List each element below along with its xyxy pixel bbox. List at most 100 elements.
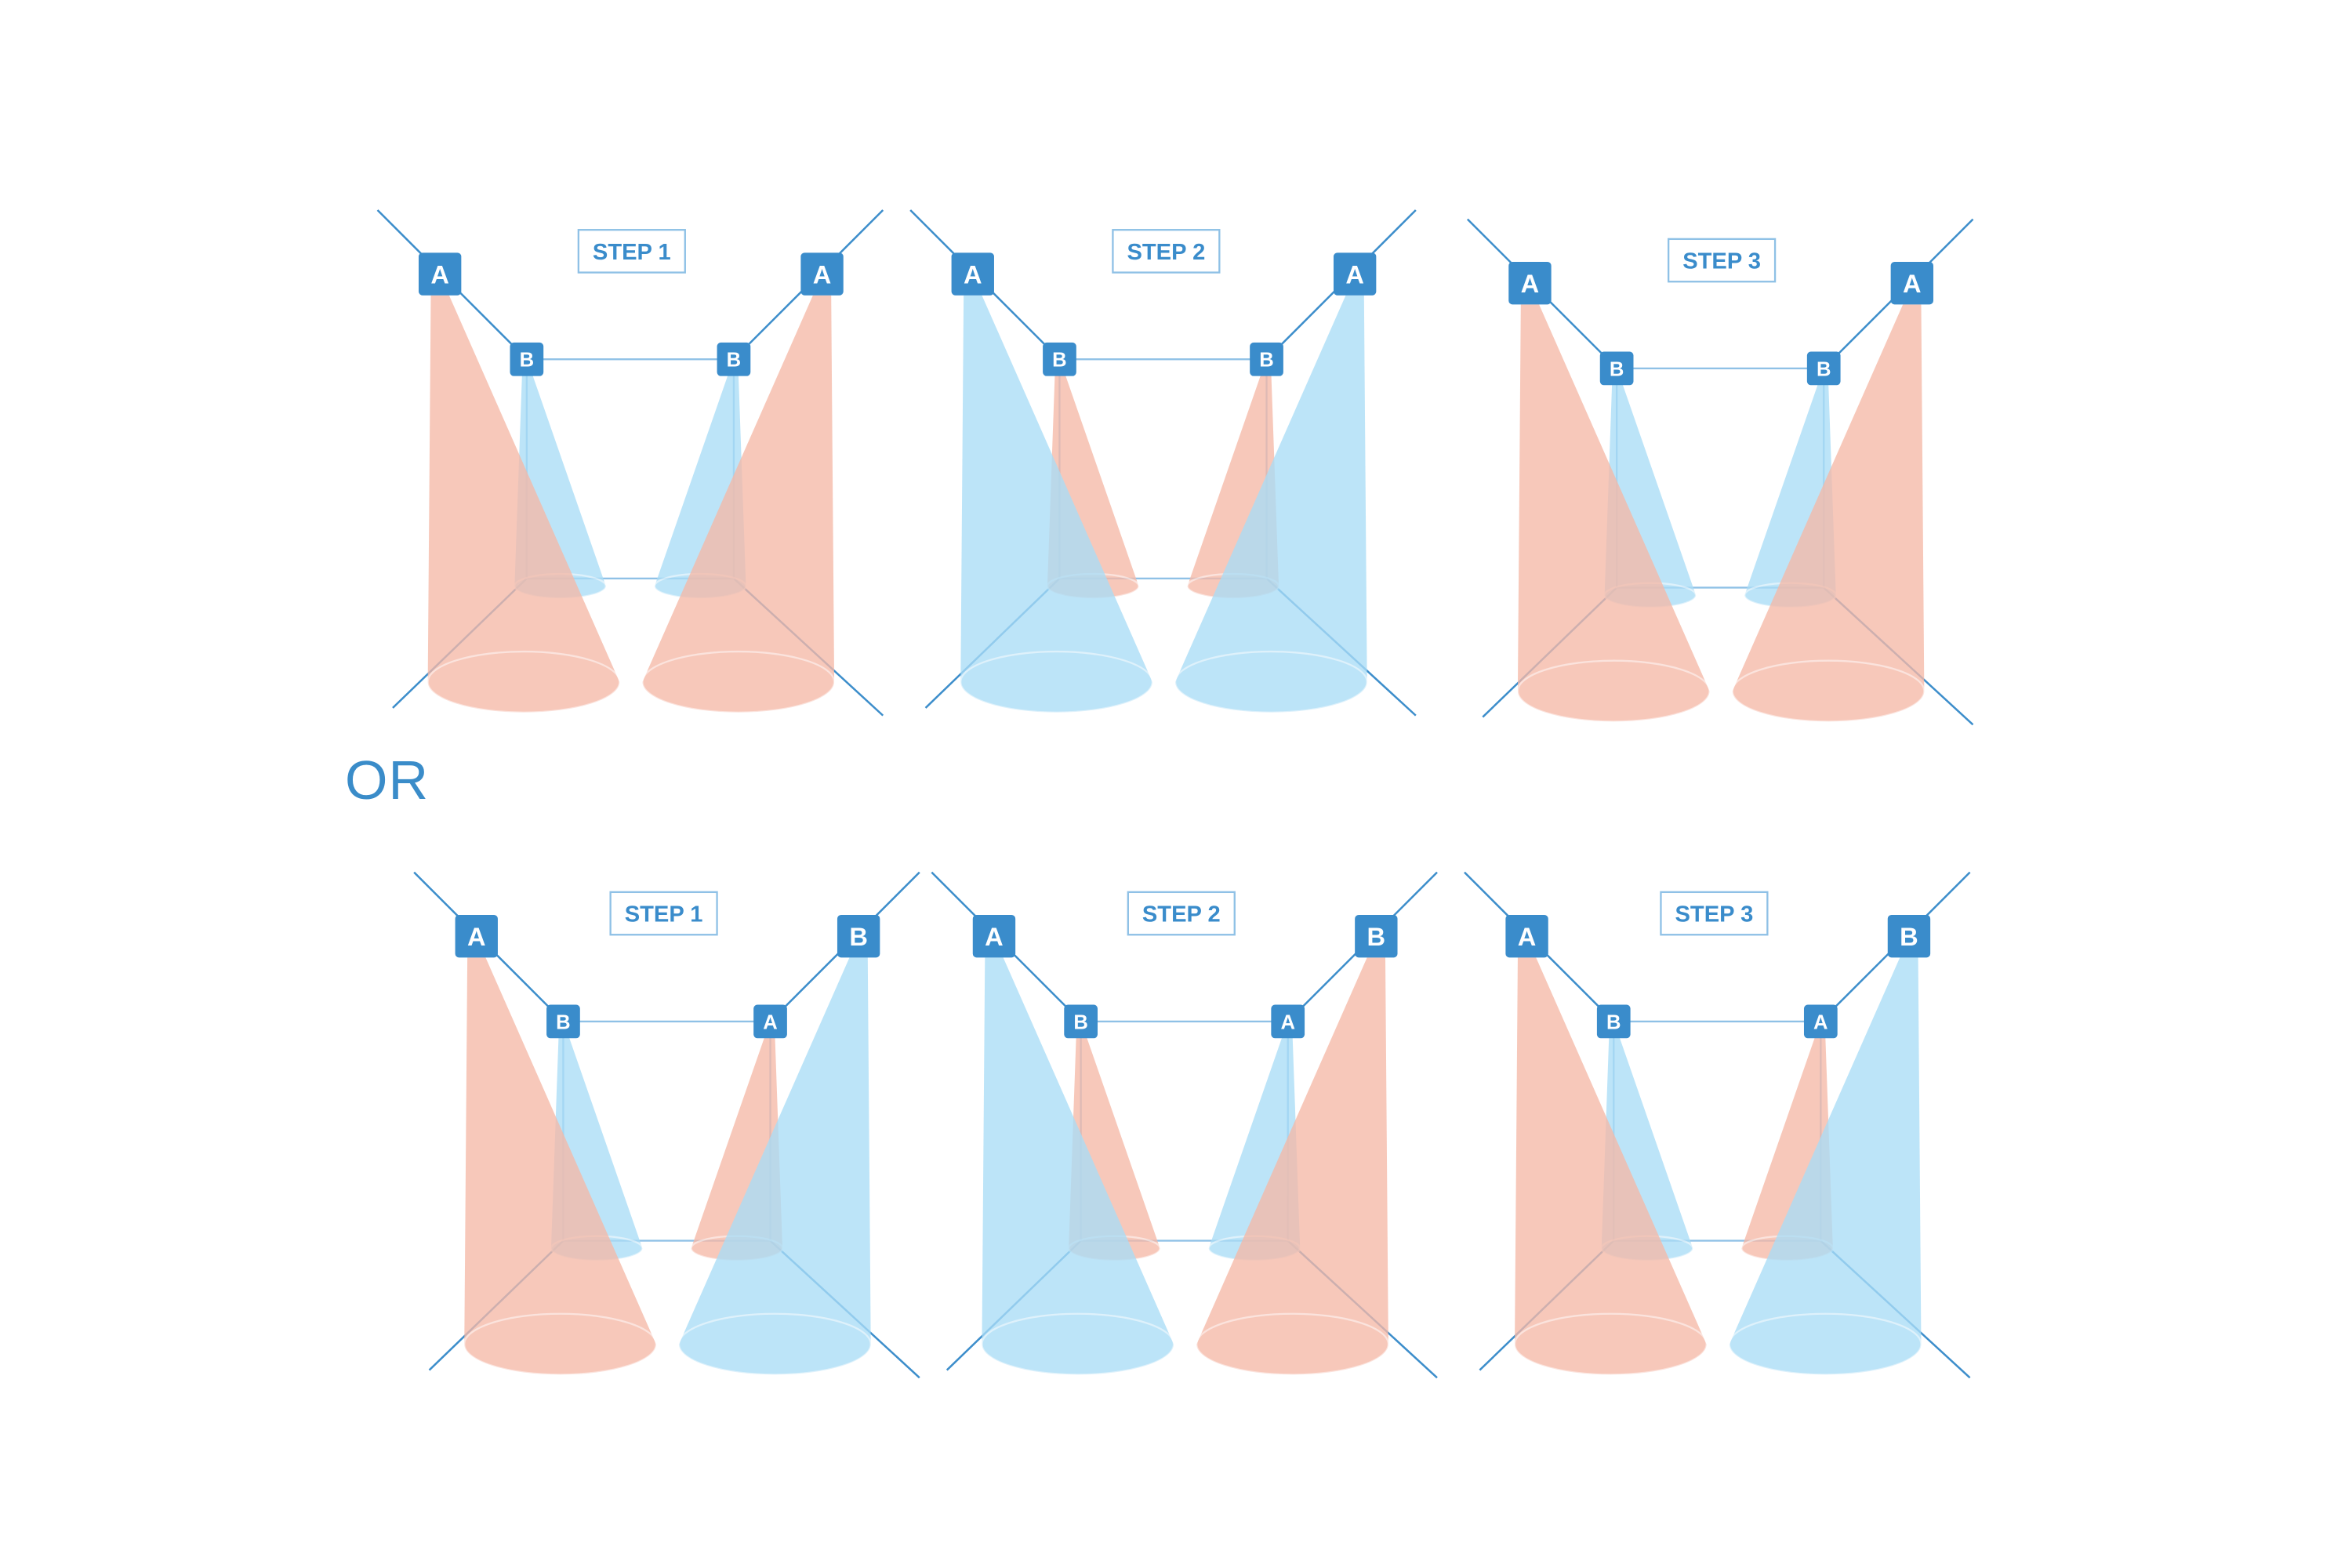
device-label: B bbox=[1367, 922, 1386, 951]
device-label: A bbox=[1813, 1011, 1828, 1033]
step-label-text: STEP 1 bbox=[593, 240, 671, 265]
device-box bbox=[1890, 261, 1934, 305]
device-outer-right: A bbox=[1333, 252, 1377, 296]
device-box bbox=[1271, 1004, 1305, 1039]
device-box bbox=[800, 252, 844, 296]
device-label: A bbox=[763, 1011, 778, 1033]
device-box bbox=[1599, 351, 1634, 386]
device-outer-left: A bbox=[418, 252, 462, 296]
light-cone-outer-left bbox=[1516, 304, 1711, 723]
device-box bbox=[1803, 1004, 1838, 1039]
device-inner-left: B bbox=[1064, 1004, 1098, 1039]
device-box bbox=[1250, 342, 1283, 376]
device-label: B bbox=[727, 350, 742, 372]
step-label: STEP 3 bbox=[1660, 891, 1769, 936]
device-inner-right: B bbox=[1250, 342, 1283, 376]
device-inner-left: B bbox=[1043, 342, 1076, 376]
device-inner-right: A bbox=[1271, 1004, 1305, 1039]
device-box bbox=[1806, 351, 1841, 386]
device-label: B bbox=[1817, 358, 1831, 380]
device-box bbox=[972, 914, 1016, 958]
device-label: A bbox=[430, 260, 449, 289]
device-label: A bbox=[1521, 269, 1540, 298]
device-outer-right: B bbox=[1887, 914, 1931, 958]
device-outer-right: A bbox=[800, 252, 844, 296]
device-outer-left: A bbox=[951, 252, 994, 296]
device-box bbox=[455, 914, 498, 958]
device-box bbox=[418, 252, 462, 296]
device-box bbox=[546, 1004, 580, 1039]
or-separator-label: OR bbox=[345, 750, 429, 811]
device-box bbox=[753, 1004, 787, 1039]
device-label: B bbox=[556, 1011, 571, 1033]
device-label: A bbox=[1345, 260, 1364, 289]
device-box bbox=[1505, 914, 1548, 958]
device-label: B bbox=[1259, 350, 1274, 372]
device-box bbox=[1043, 342, 1076, 376]
step-label: STEP 1 bbox=[577, 229, 686, 274]
device-outer-right: A bbox=[1890, 261, 1934, 305]
light-cone-outer-left bbox=[463, 957, 658, 1376]
device-outer-left: A bbox=[455, 914, 498, 958]
step-label-text: STEP 3 bbox=[1682, 249, 1761, 274]
panel-row1-step2: A A B B STEP 2 bbox=[909, 209, 1417, 717]
step-label-box bbox=[577, 229, 686, 274]
light-cone-outer-right bbox=[1196, 957, 1390, 1376]
device-label: A bbox=[1903, 269, 1922, 298]
device-inner-left: B bbox=[510, 342, 544, 376]
light-cone-outer-left bbox=[981, 957, 1175, 1376]
device-box bbox=[1355, 914, 1398, 958]
light-cone-outer-left bbox=[1513, 957, 1708, 1376]
light-cone-outer-right bbox=[1731, 304, 1926, 723]
step-label: STEP 2 bbox=[1112, 229, 1221, 274]
panel-row2-step2: A B B A STEP 2 bbox=[931, 871, 1438, 1379]
device-inner-right: A bbox=[1803, 1004, 1838, 1039]
panel-row2-step1: A B B A STEP 1 bbox=[413, 871, 920, 1379]
device-box bbox=[717, 342, 751, 376]
device-inner-left: B bbox=[1599, 351, 1634, 386]
device-label: B bbox=[1073, 1011, 1088, 1033]
panel-row2-step3: A B B A STEP 3 bbox=[1464, 871, 1971, 1379]
step-label-box bbox=[1127, 891, 1236, 936]
light-cone-outer-right bbox=[1728, 957, 1922, 1376]
device-box bbox=[1887, 914, 1931, 958]
panel-row1-step3: A A B B STEP 3 bbox=[1466, 218, 1974, 726]
device-inner-right: B bbox=[1806, 351, 1841, 386]
device-label: B bbox=[1606, 1011, 1621, 1033]
device-box bbox=[510, 342, 544, 376]
device-label: B bbox=[1052, 350, 1067, 372]
device-label: B bbox=[849, 922, 868, 951]
device-outer-right: B bbox=[1355, 914, 1398, 958]
step-label-text: STEP 2 bbox=[1127, 240, 1205, 265]
device-inner-left: B bbox=[1596, 1004, 1631, 1039]
step-label-box bbox=[609, 891, 718, 936]
device-label: A bbox=[813, 260, 832, 289]
device-outer-left: A bbox=[972, 914, 1016, 958]
step-label-text: STEP 1 bbox=[625, 902, 703, 927]
device-box bbox=[1596, 1004, 1631, 1039]
step-label-text: STEP 3 bbox=[1675, 902, 1754, 927]
panel-row1-step1: A A B B STEP 1 bbox=[376, 209, 884, 717]
device-inner-left: B bbox=[546, 1004, 580, 1039]
device-box bbox=[837, 914, 880, 958]
step-label: STEP 2 bbox=[1127, 891, 1236, 936]
device-label: A bbox=[1518, 922, 1537, 951]
device-box bbox=[951, 252, 994, 296]
device-label: A bbox=[1280, 1011, 1295, 1033]
device-box bbox=[1333, 252, 1377, 296]
light-cone-outer-right bbox=[641, 295, 836, 713]
device-inner-right: B bbox=[717, 342, 751, 376]
device-inner-right: A bbox=[753, 1004, 787, 1039]
step-label-text: STEP 2 bbox=[1142, 902, 1221, 927]
light-cone-outer-left bbox=[960, 295, 1154, 713]
light-cone-outer-left bbox=[426, 295, 621, 713]
light-cone-outer-right bbox=[677, 957, 872, 1376]
device-label: A bbox=[985, 922, 1004, 951]
step-label-box bbox=[1667, 238, 1777, 283]
device-box bbox=[1508, 261, 1552, 305]
device-label: B bbox=[520, 350, 535, 372]
step-label: STEP 1 bbox=[609, 891, 718, 936]
device-label: B bbox=[1900, 922, 1918, 951]
step-label-box bbox=[1112, 229, 1221, 274]
